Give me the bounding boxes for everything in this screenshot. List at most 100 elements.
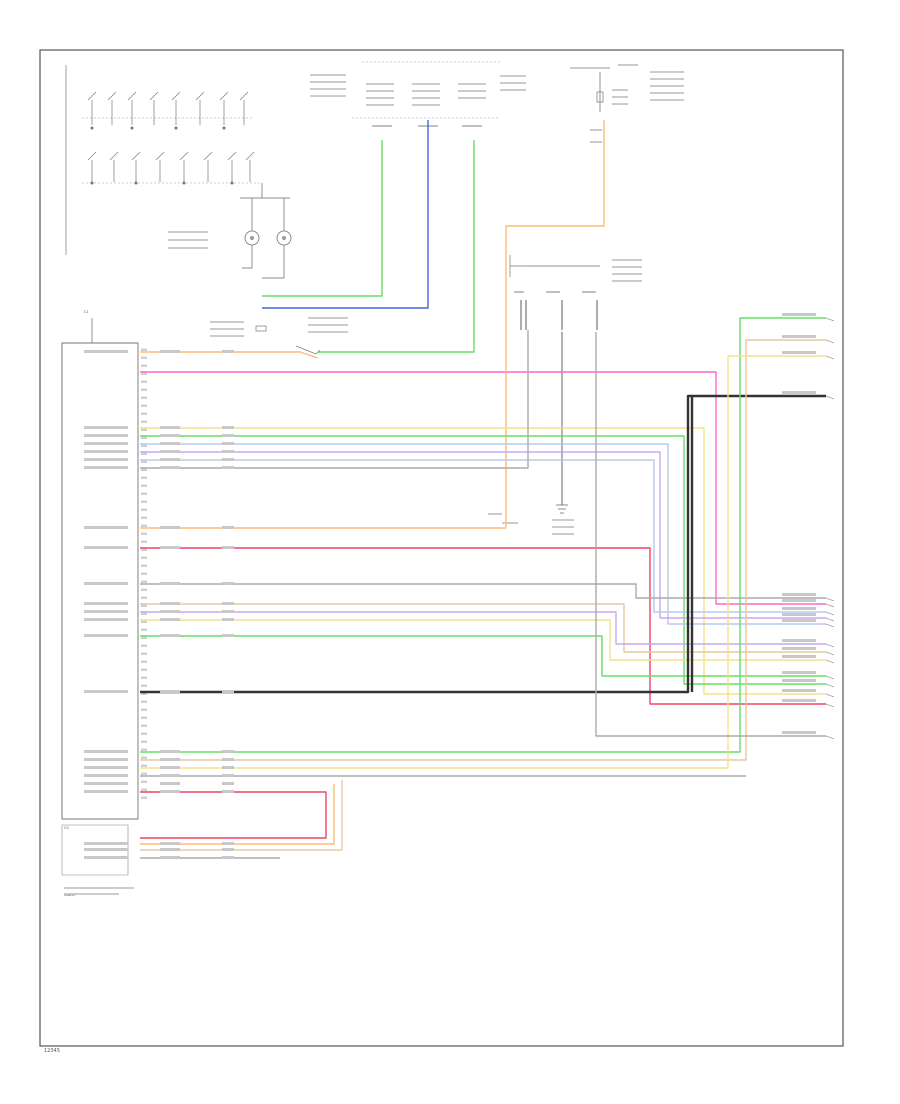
wire-tag-color [160,442,180,445]
pin-number [141,628,147,631]
wire-tag-color [160,434,180,437]
wire-tag-color [160,350,180,353]
terminal-label-6 [782,599,816,602]
wire-tag-color [160,618,180,621]
wire-tag-size [222,782,234,785]
pin-label-6 [84,458,128,461]
pin-number [141,644,147,647]
radio-module: C1 C2 RADIO [61,310,139,897]
pin-number [141,684,147,687]
pin-number [141,548,147,551]
wire-green-18 [140,317,826,753]
terminal-label-8 [782,613,816,616]
pin-number [141,620,147,623]
wire-green-28 [318,140,475,353]
wire-tag-size [222,618,234,621]
power-feed [570,64,684,143]
terminal-pin-14 [825,683,835,688]
wire-tag-color [160,774,180,777]
pin-number [141,484,147,487]
wire-tag-color [160,546,180,549]
wire-violet-13 [140,611,826,645]
pin-number [141,540,147,543]
pin-number [141,660,147,663]
pin-label-20 [84,782,128,785]
wire-tag-size [222,766,234,769]
wire-tag-size [222,750,234,753]
wire-tag-size [222,466,234,469]
pin-number [141,524,147,527]
terminal-label-10 [782,639,816,642]
wire-tag-size [222,442,234,445]
pin-number [141,372,147,375]
pin-number [141,508,147,511]
wire-tag-color [160,582,180,585]
pin-number [141,588,147,591]
terminal-pin-1 [825,317,835,322]
diagram-code: 12345 [44,1048,60,1054]
pin-label-2 [84,426,128,429]
pin-label-7 [84,466,128,469]
wire-tag-size [222,790,234,793]
terminal-pin-16 [825,703,835,708]
wire-tag-size [222,610,234,613]
radio-pin-labels [84,348,147,859]
terminal-pin-5 [825,597,835,602]
wire-yellow-4 [140,427,826,695]
pin-label-4 [84,442,128,445]
wire-tan-12 [140,603,826,653]
wire-tag-size [222,774,234,777]
terminal-label-14 [782,679,816,682]
wire-tag-size [222,426,234,429]
wire-tag-color [160,766,180,769]
wire-tag-size [222,758,234,761]
pin-label-21 [84,790,128,793]
wire-tag-color [160,842,180,845]
wire-tag-size [222,350,234,353]
pin-number [141,700,147,703]
pin-number [141,676,147,679]
pin-number [141,732,147,735]
pin-number [141,492,147,495]
upper-modules [310,61,526,127]
wire-tag-color [160,602,180,605]
terminal-label-16 [782,699,816,702]
radio-fuse [210,317,348,355]
terminal-label-7 [782,607,816,610]
terminal-pin-2 [825,339,835,344]
pin-number [141,532,147,535]
pin-number [141,780,147,783]
pin-number [141,364,147,367]
wire-orange-2 [140,351,319,359]
wire-tag-size [222,634,234,637]
pin-label-14 [84,634,128,637]
wire-grey-9 [140,330,529,469]
terminal-label-11 [782,647,816,650]
wire-violet-7 [140,451,826,619]
pin-label-3 [84,434,128,437]
pin-label-22 [84,842,128,845]
pin-number [141,740,147,743]
pin-label-8 [84,526,128,529]
pin-number [141,724,147,727]
terminal-pin-11 [825,651,835,656]
pin-label-17 [84,758,128,761]
pin-number [141,708,147,711]
pin-label-24 [84,856,128,859]
pin-number [141,556,147,559]
pin-number [141,380,147,383]
pin-label-1 [84,350,128,353]
wire-orange-3 [140,120,605,529]
terminal-pin-9 [825,623,835,628]
pin-label-5 [84,450,128,453]
terminal-pin-4 [825,395,835,400]
terminal-pin-17 [825,735,835,740]
steering-wheel-switches [65,65,292,279]
wire-tag-size [222,434,234,437]
wire-pink-1 [140,371,826,605]
terminal-label-3 [782,351,816,354]
pin-number [141,444,147,447]
pin-label-12 [84,610,128,613]
radio-connector-label-a: C1 [84,310,89,314]
pin-number [141,748,147,751]
